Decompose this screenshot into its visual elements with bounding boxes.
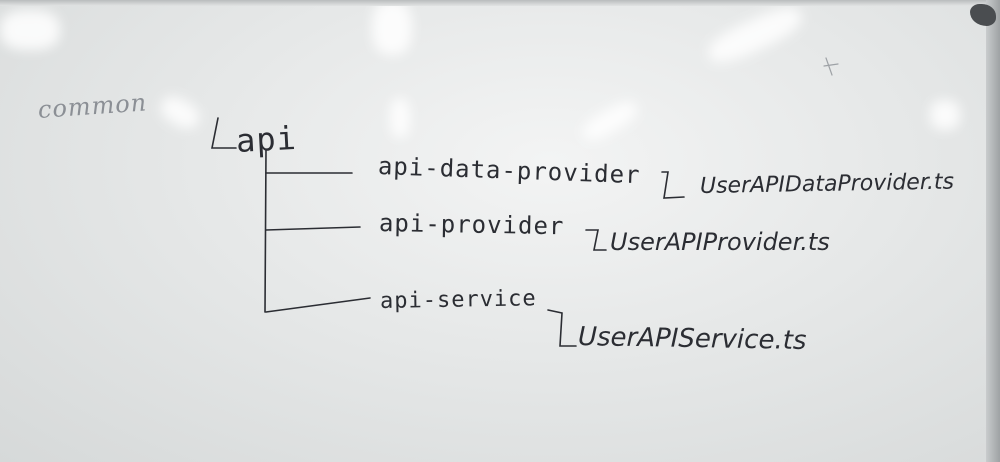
branch-line-3 — [265, 297, 371, 313]
branch-folder-api-provider: api-provider — [378, 209, 565, 241]
light-glare — [930, 100, 960, 130]
hook-file-2 — [585, 229, 607, 251]
hook-api — [211, 117, 237, 149]
faint-mark — [823, 57, 839, 76]
branch-file-user-api-provider: UserAPIProvider.ts — [610, 228, 830, 256]
branch-line-2 — [265, 226, 361, 231]
branch-folder-api-service: api-service — [379, 286, 537, 314]
hook-file-1 — [661, 171, 685, 199]
branch-file-user-api-data-provider: UserAPIDataProvider.ts — [699, 169, 955, 199]
folder-label-api: api — [235, 118, 298, 160]
hook-file-3 — [547, 309, 577, 347]
light-glare — [0, 10, 60, 50]
branch-file-user-api-service: UserAPIService.ts — [577, 322, 807, 356]
board-frame-right — [986, 0, 1000, 462]
trunk-line — [264, 149, 267, 313]
corner-cap — [970, 4, 996, 26]
board-frame-top — [0, 0, 1000, 6]
light-glare — [390, 98, 410, 138]
light-glare — [372, 0, 412, 55]
